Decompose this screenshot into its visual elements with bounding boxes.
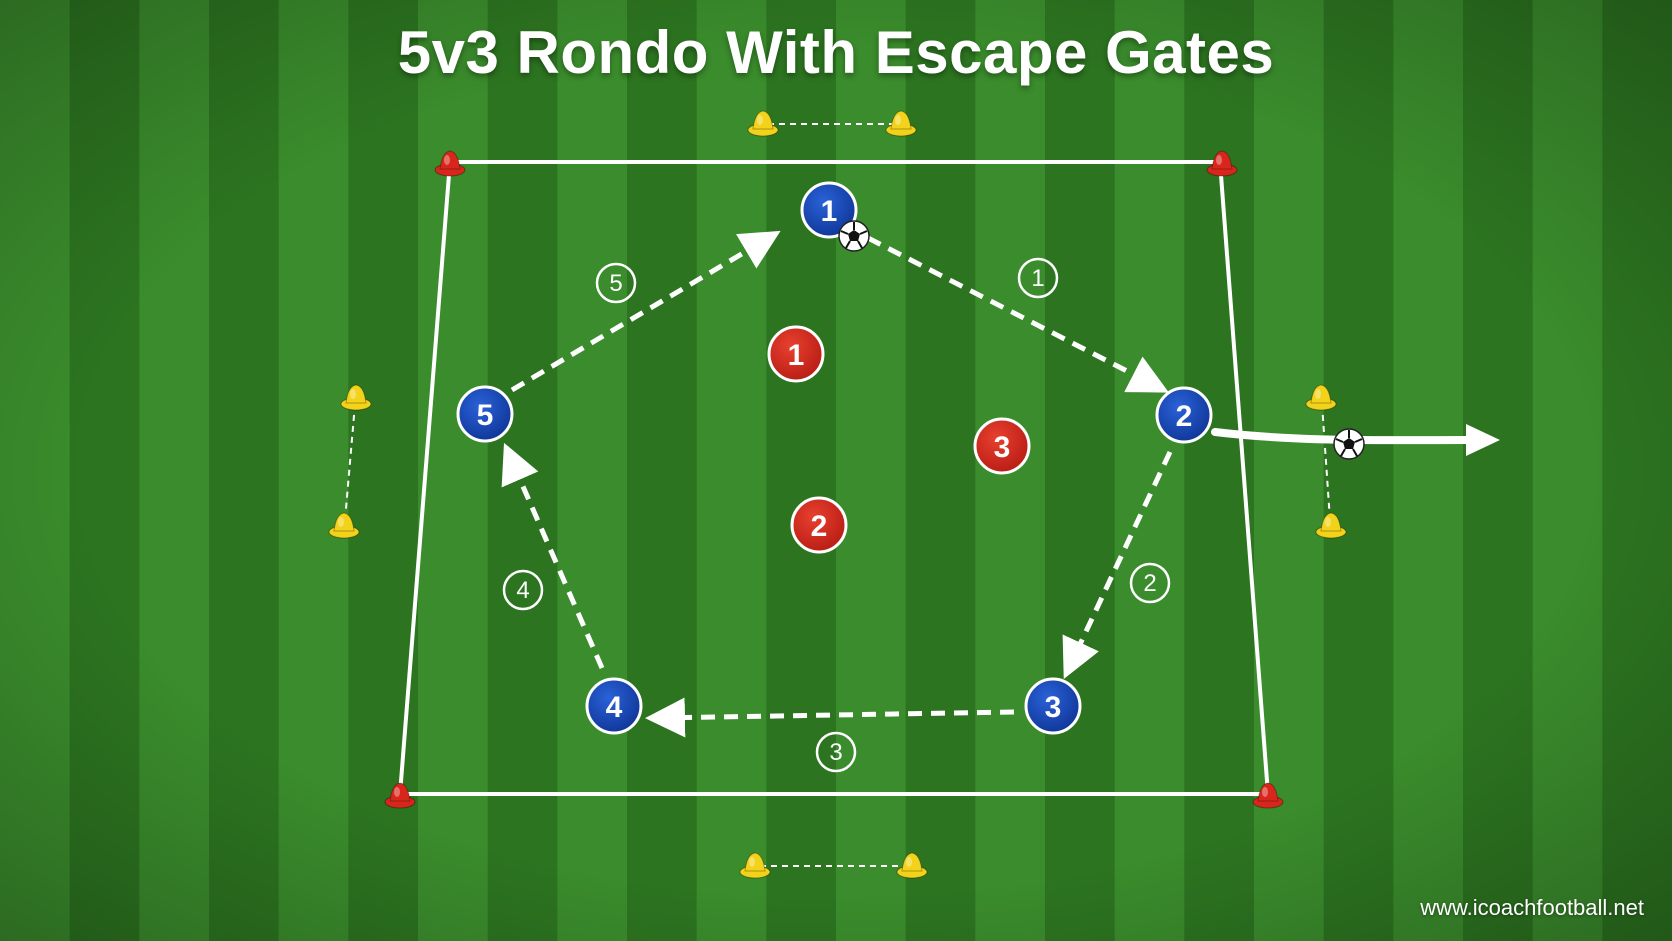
svg-text:1: 1 bbox=[821, 195, 838, 228]
pass-label-4: 4 bbox=[502, 569, 544, 611]
svg-text:2: 2 bbox=[1143, 570, 1156, 597]
escape-gates bbox=[344, 123, 1331, 867]
pass-arrow-2 bbox=[1062, 450, 1173, 680]
svg-text:2: 2 bbox=[1176, 400, 1193, 433]
blue-player-4: 4 bbox=[585, 677, 643, 735]
pass-arrow-4 bbox=[501, 442, 605, 669]
cone-icon bbox=[896, 852, 928, 879]
soccer-ball-icon bbox=[838, 220, 870, 252]
gate-cones bbox=[328, 110, 1347, 879]
svg-text:1: 1 bbox=[1031, 265, 1044, 292]
arrowhead-icon bbox=[1466, 424, 1500, 456]
cone-icon bbox=[1315, 512, 1347, 539]
svg-text:4: 4 bbox=[606, 691, 623, 724]
red-defenders: 1 2 3 bbox=[767, 325, 1031, 554]
soccer-ball-icon bbox=[1333, 428, 1365, 460]
boundary-left bbox=[398, 160, 452, 796]
site-watermark: www.icoachfootball.net bbox=[1420, 895, 1644, 920]
red-player-1: 1 bbox=[767, 325, 825, 383]
red-player-2: 2 bbox=[790, 496, 848, 554]
cone-icon bbox=[1206, 150, 1238, 177]
drill-title: 5v3 Rondo With Escape Gates bbox=[397, 19, 1275, 86]
playing-area-boundary bbox=[398, 160, 1270, 796]
svg-text:1: 1 bbox=[788, 339, 805, 372]
svg-text:4: 4 bbox=[516, 577, 529, 604]
pass-arrow-1 bbox=[866, 235, 1169, 393]
pass-label-5: 5 bbox=[595, 262, 637, 304]
pass-arrows bbox=[501, 230, 1173, 738]
boundary-right bbox=[1218, 160, 1270, 796]
cone-icon bbox=[340, 384, 372, 411]
blue-player-3: 3 bbox=[1024, 677, 1082, 735]
gate-left bbox=[344, 403, 356, 521]
cone-icon bbox=[747, 110, 779, 137]
pass-label-3: 3 bbox=[815, 731, 857, 773]
blue-player-2: 2 bbox=[1155, 386, 1213, 444]
corner-cones bbox=[384, 150, 1284, 809]
cone-icon bbox=[434, 150, 466, 177]
svg-text:3: 3 bbox=[994, 431, 1011, 464]
cone-icon bbox=[739, 852, 771, 879]
cone-icon bbox=[1252, 782, 1284, 809]
blue-player-1: 1 bbox=[800, 181, 858, 239]
svg-text:5: 5 bbox=[477, 399, 494, 432]
cone-icon bbox=[328, 512, 360, 539]
pass-arrow-3 bbox=[645, 697, 1015, 738]
svg-text:2: 2 bbox=[811, 510, 828, 543]
svg-text:5: 5 bbox=[609, 270, 622, 297]
svg-text:3: 3 bbox=[1045, 691, 1062, 724]
pass-arrow-5 bbox=[510, 230, 781, 393]
blue-player-5: 5 bbox=[456, 385, 514, 443]
cone-icon bbox=[885, 110, 917, 137]
blue-attackers: 1 2 3 4 5 bbox=[456, 181, 1213, 735]
cone-icon bbox=[384, 782, 416, 809]
pass-number-labels: 1 2 3 4 5 bbox=[502, 257, 1171, 773]
pass-label-1: 1 bbox=[1017, 257, 1059, 299]
pass-label-2: 2 bbox=[1129, 562, 1171, 604]
red-player-3: 3 bbox=[973, 417, 1031, 475]
gate-right bbox=[1321, 403, 1331, 521]
cone-icon bbox=[1305, 384, 1337, 411]
svg-text:3: 3 bbox=[829, 739, 842, 766]
